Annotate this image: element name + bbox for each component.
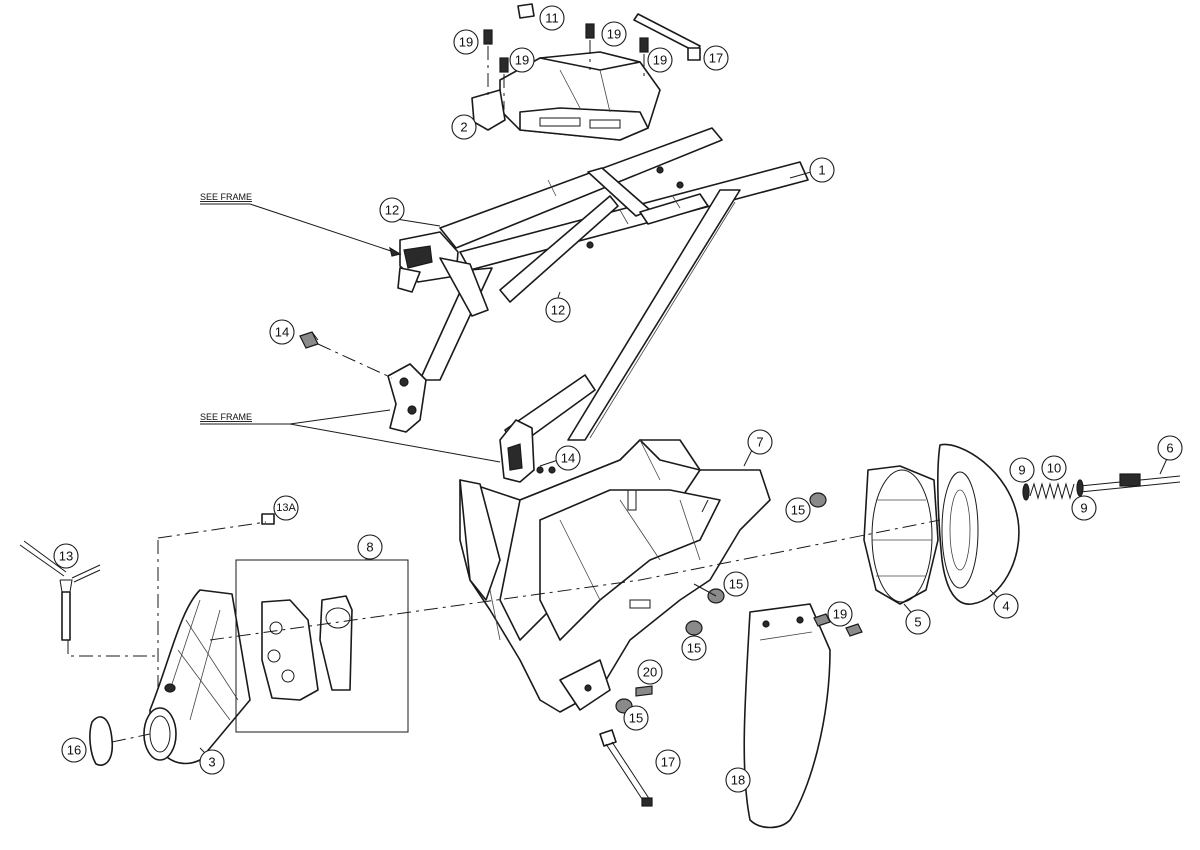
callout-2: 2: [451, 114, 477, 140]
callout-13: 13: [53, 543, 79, 569]
airbox-part: [459, 439, 771, 713]
svg-text:9: 9: [1080, 501, 1087, 516]
see-frame-note-top: SEE FRAME: [200, 192, 252, 202]
callout-17-upper: 17: [703, 45, 729, 71]
callout-9-lower: 9: [1071, 495, 1097, 521]
electrical-tray-part: [471, 51, 661, 141]
callout-12-upper: 12: [379, 197, 405, 223]
callout-17-lower: 17: [655, 749, 681, 775]
callout-12-lower: 12: [545, 297, 571, 323]
svg-text:18: 18: [731, 773, 745, 788]
svg-text:17: 17: [709, 51, 723, 66]
svg-text:14: 14: [561, 451, 575, 466]
callout-16: 16: [61, 737, 87, 763]
mud-guard-part: [743, 603, 863, 829]
svg-text:11: 11: [545, 11, 559, 26]
callout-9-upper: 9: [1009, 457, 1035, 483]
callout-11: 11: [539, 5, 565, 31]
svg-text:14: 14: [275, 325, 289, 340]
svg-text:6: 6: [1166, 441, 1173, 456]
callout-5: 5: [905, 609, 931, 635]
svg-text:17: 17: [661, 755, 675, 770]
centerline-main: [209, 519, 941, 641]
svg-text:9: 9: [1018, 463, 1025, 478]
see-frame-note-bottom: SEE FRAME: [200, 412, 252, 422]
callout-13a: 13A: [273, 495, 299, 521]
svg-text:16: 16: [67, 743, 81, 758]
svg-text:19: 19: [833, 607, 847, 622]
callout-6: 6: [1157, 435, 1183, 461]
callout-15-d: 15: [623, 705, 649, 731]
svg-text:8: 8: [366, 540, 373, 555]
intake-boot-part: [143, 589, 251, 765]
callout-15-b: 15: [723, 571, 749, 597]
callout-1: 1: [809, 157, 835, 183]
callout-14-upper: 14: [269, 319, 295, 345]
svg-text:3: 3: [208, 755, 215, 770]
callout-14-lower: 14: [555, 445, 581, 471]
callout-15-c: 15: [681, 635, 707, 661]
strap-part-bottom: [599, 729, 653, 807]
callout-19-e: 19: [827, 601, 853, 627]
svg-text:15: 15: [629, 711, 643, 726]
callout-15-a: 15: [785, 497, 811, 523]
callout-7: 7: [747, 429, 773, 455]
svg-text:15: 15: [791, 503, 805, 518]
centerline-hose: [67, 640, 158, 657]
svg-text:12: 12: [551, 303, 565, 318]
vent-fitting-part: [261, 513, 275, 525]
svg-text:5: 5: [914, 615, 921, 630]
frame-bracket-lower-part: [499, 419, 556, 483]
svg-text:20: 20: [643, 665, 657, 680]
centerline-clamp: [111, 733, 151, 743]
grommet-hardware: [615, 492, 827, 714]
callout-19-d: 19: [647, 47, 673, 73]
svg-text:19: 19: [459, 35, 473, 50]
callout-19-b: 19: [509, 47, 535, 73]
air-filter-part: [937, 443, 1020, 605]
see-frame-leader-bottom-b: [289, 423, 501, 463]
frame-bracket-upper-part: [299, 331, 427, 433]
filter-bolt-spring-part: [1022, 473, 1181, 501]
bolt-hardware-top: [483, 3, 701, 110]
hose-clamp-part: [89, 716, 114, 766]
callout-20: 20: [637, 659, 663, 685]
see-frame-leader-top: [200, 203, 401, 255]
callout-4: 4: [993, 593, 1019, 619]
svg-text:1: 1: [818, 163, 825, 178]
svg-text:15: 15: [687, 641, 701, 656]
svg-text:19: 19: [653, 53, 667, 68]
vent-hose-part: [19, 540, 101, 641]
svg-text:13: 13: [59, 549, 73, 564]
svg-text:19: 19: [515, 53, 529, 68]
svg-text:7: 7: [756, 435, 763, 450]
assembly-group-box-8: [235, 559, 409, 733]
centerline-vent-fitting: [157, 521, 267, 539]
svg-text:10: 10: [1047, 461, 1061, 476]
rear-subframe-part: [397, 127, 809, 466]
callout-10: 10: [1041, 455, 1067, 481]
callout-3: 3: [199, 749, 225, 775]
callout-8: 8: [357, 534, 383, 560]
filter-cage-part: [863, 465, 939, 605]
svg-text:19: 19: [607, 27, 621, 42]
svg-text:4: 4: [1002, 599, 1009, 614]
callout-19-a: 19: [453, 29, 479, 55]
callout-18: 18: [725, 767, 751, 793]
svg-text:2: 2: [460, 120, 467, 135]
svg-text:15: 15: [729, 577, 743, 592]
svg-text:13A: 13A: [276, 502, 296, 514]
callout-19-c: 19: [601, 21, 627, 47]
throttle-adapter-part: [261, 595, 353, 701]
svg-text:12: 12: [385, 203, 399, 218]
